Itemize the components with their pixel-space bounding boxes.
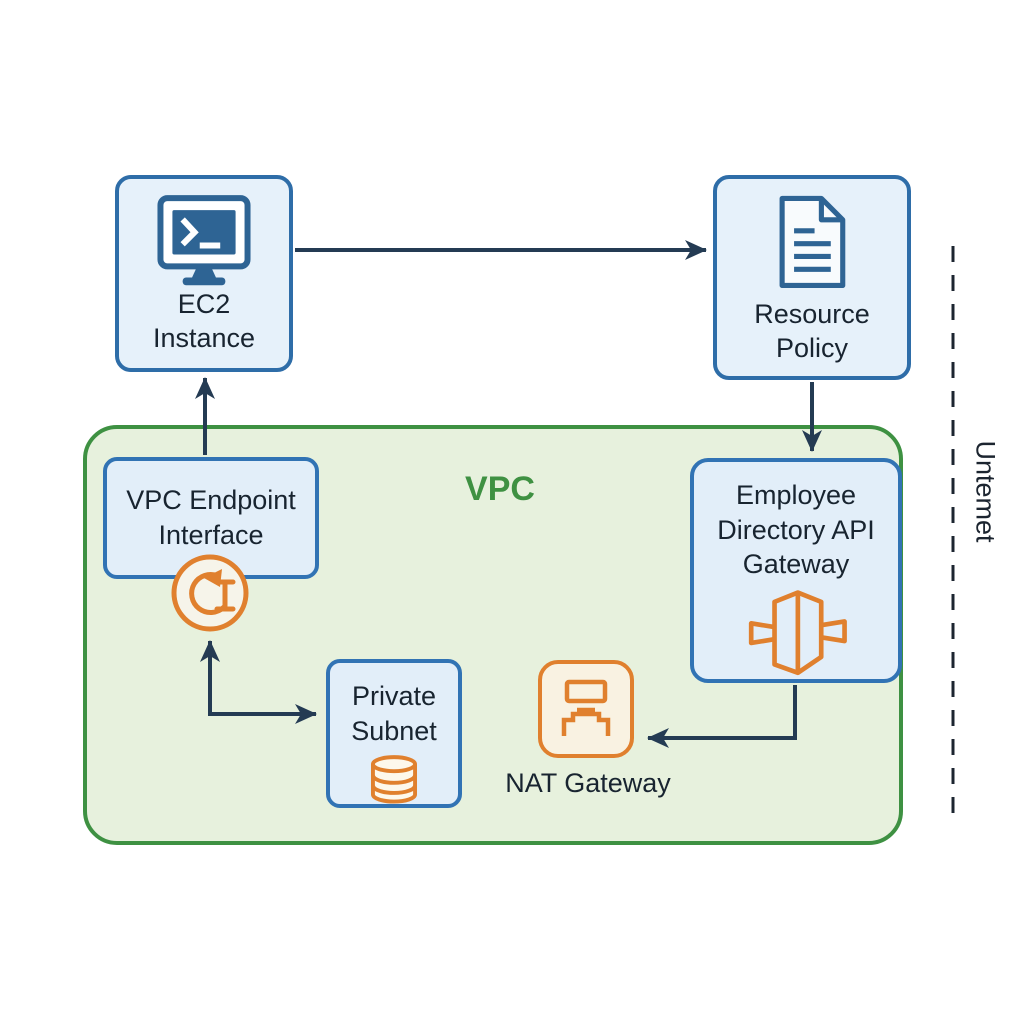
node-label: EC2 Instance bbox=[152, 288, 256, 354]
endpoint-circular-arrow-icon bbox=[171, 554, 249, 632]
node-api-gateway: Employee Directory API Gateway bbox=[690, 458, 902, 683]
node-private-subnet: Private Subnet bbox=[326, 659, 462, 808]
terminal-monitor-icon bbox=[157, 195, 251, 286]
node-label: Employee Directory API Gateway bbox=[717, 480, 875, 580]
node-nat-gateway bbox=[538, 660, 634, 758]
node-label: Private Subnet bbox=[351, 681, 437, 746]
node-label: VPC Endpoint Interface bbox=[126, 485, 296, 550]
nat-gateway-icon bbox=[561, 679, 611, 736]
api-gateway-icon bbox=[748, 589, 847, 675]
node-ec2-instance: EC2 Instance bbox=[115, 175, 293, 372]
internet-label: Untemet bbox=[970, 440, 1001, 543]
document-icon bbox=[779, 195, 846, 289]
database-icon bbox=[370, 755, 418, 804]
node-resource-policy: Resource Policy bbox=[713, 175, 911, 380]
node-label: Resource Policy bbox=[754, 298, 870, 364]
node-vpc-endpoint-interface: VPC Endpoint Interface bbox=[103, 457, 319, 579]
nat-gateway-label: NAT Gateway bbox=[505, 768, 671, 798]
vpc-label: VPC bbox=[465, 470, 535, 508]
